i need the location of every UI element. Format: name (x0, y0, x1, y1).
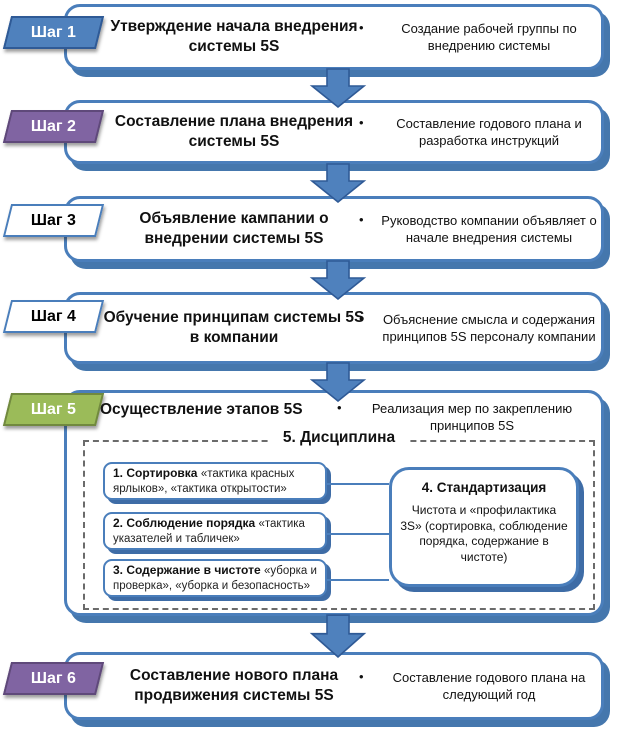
discipline-box: 5. Дисциплина 1. Сортировка «тактика кра… (83, 429, 595, 610)
step-4-note: • Объяснение смысла и содержания принцип… (355, 311, 605, 345)
step-2-note: • Составление годового плана и разработк… (355, 115, 605, 149)
standardization-body: Чистота и «профилактика 3S» (сортировка,… (400, 503, 568, 564)
step-4-box: Обучение принципам системы 5S в компании… (64, 292, 604, 364)
item-3-name: 3. Содержание в чистоте (113, 562, 261, 577)
bullet-icon: • (359, 19, 364, 35)
bullet-icon: • (359, 310, 364, 326)
down-arrow-icon (309, 614, 367, 658)
step-2-title: Составление плана внедрения системы 5S (114, 112, 354, 150)
item-2-detail: «тактика указателей и табличек» (113, 517, 305, 545)
step-2-box: Составление плана внедрения системы 5S •… (64, 100, 604, 164)
step-tag-6: Шаг 6 (2, 662, 105, 695)
discipline-item-sorting: 1. Сортировка «тактика красных ярлыков»,… (103, 462, 327, 500)
discipline-item-order: 2. Соблюдение порядка «тактика указателе… (103, 512, 327, 550)
step-6-box: Составление нового плана продвижения сис… (64, 652, 604, 720)
step-6-note: • Составление годового плана на следующи… (355, 669, 605, 703)
down-arrow-icon (309, 260, 367, 300)
connector-line (327, 483, 389, 485)
step-6-note-text: Составление годового плана на следующий … (392, 669, 586, 702)
bullet-icon: • (359, 211, 364, 227)
step-tag-5: Шаг 5 (2, 393, 105, 426)
step-1-note-text: Создание рабочей группы по внедрению сис… (401, 20, 577, 53)
step-1-box: Утверждение начала внедрения системы 5S … (64, 4, 604, 70)
down-arrow-icon (309, 163, 367, 203)
step-5-note: • Реализация мер по закреплению принципо… (333, 400, 593, 434)
down-arrow-icon (309, 68, 367, 108)
connector-line (327, 579, 389, 581)
item-2-name: 2. Соблюдение порядка (113, 515, 256, 530)
step-tag-4: Шаг 4 (2, 300, 105, 333)
item-3-detail: «уборка и проверка», «уборка и безопасно… (113, 564, 317, 592)
step-3-box: Объявление кампании о внедрении системы … (64, 196, 604, 262)
step-6-title: Составление нового плана продвижения сис… (129, 666, 339, 704)
step-3-note: • Руководство компании объявляет о начал… (355, 212, 605, 246)
step-5-title: Осуществление этапов 5S (100, 401, 303, 418)
standardization-title: 4. Стандартизация (421, 480, 547, 495)
bullet-icon: • (337, 400, 342, 415)
step-4-note-text: Объяснение смысла и содержания принципов… (382, 311, 596, 344)
standardization-box: 4. Стандартизация Чистота и «профилактик… (389, 467, 579, 587)
discipline-label: 5. Дисциплина (270, 429, 408, 447)
step-tag-3: Шаг 3 (2, 204, 105, 237)
step-3-note-text: Руководство компании объявляет о начале … (381, 212, 597, 245)
step-2-note-text: Составление годового плана и разработка … (396, 115, 582, 148)
step-tag-1: Шаг 1 (2, 16, 105, 49)
step-3-title: Объявление кампании о внедрении системы … (139, 209, 329, 247)
connector-line (327, 533, 389, 535)
step-5-box: Осуществление этапов 5S • Реализация мер… (64, 390, 604, 616)
step-1-title: Утверждение начала внедрения системы 5S (110, 17, 358, 55)
item-1-name: 1. Сортировка (113, 465, 198, 480)
step-tag-2: Шаг 2 (2, 110, 105, 143)
bullet-icon: • (359, 668, 364, 684)
step-5-note-text: Реализация мер по закреплению принципов … (371, 401, 573, 434)
down-arrow-icon (309, 362, 367, 402)
item-1-detail: «тактика красных ярлыков», «тактика откр… (113, 467, 295, 495)
step-1-note: • Создание рабочей группы по внедрению с… (355, 20, 605, 54)
discipline-item-cleanliness: 3. Содержание в чистоте «уборка и провер… (103, 559, 327, 597)
step-4-title: Обучение принципам системы 5S в компании (103, 308, 365, 346)
bullet-icon: • (359, 114, 364, 130)
